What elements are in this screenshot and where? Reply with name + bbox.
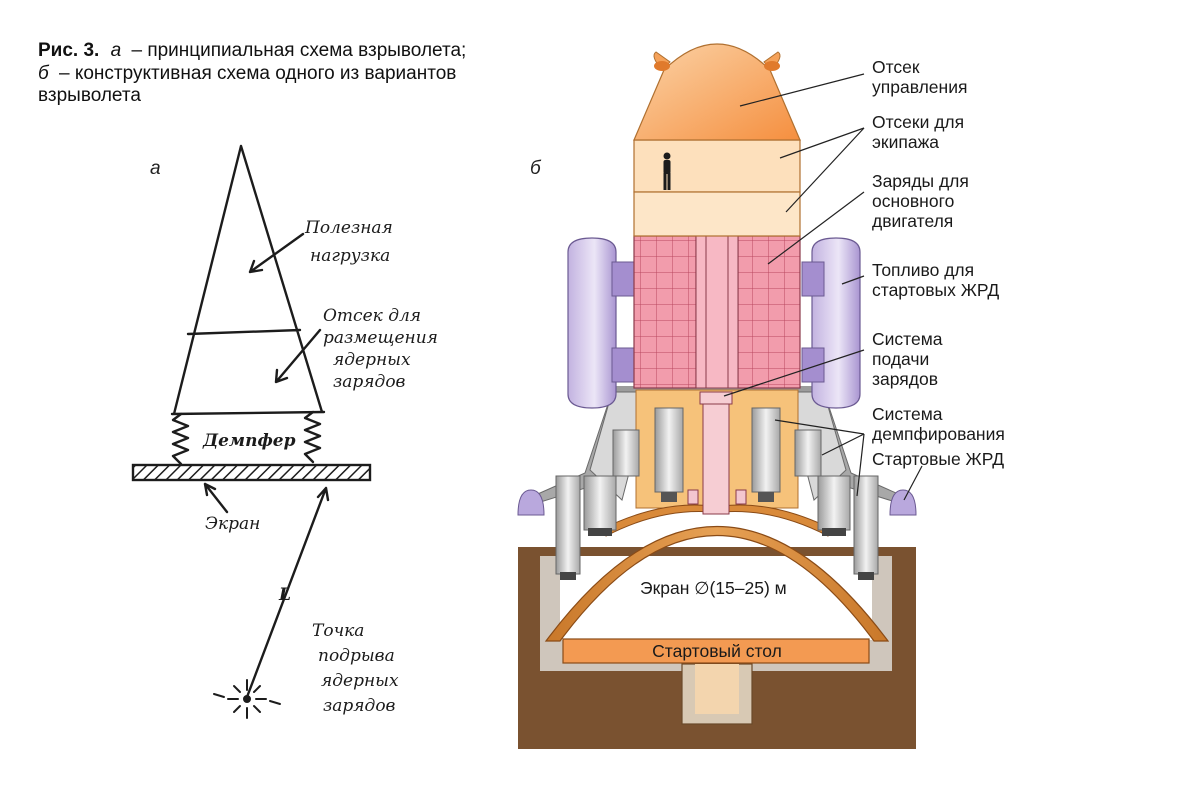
pit-shaft-inner [695, 664, 739, 714]
label-control-2: управления [872, 77, 967, 97]
charges-center-column [695, 235, 739, 389]
sketch-detonation-point [213, 679, 281, 719]
label-damping-2: демпфирования [872, 424, 1005, 444]
panel-a-letter: а [150, 158, 161, 179]
label-feed-2: подачи [872, 349, 929, 369]
svg-text:б – конструктивная схема: б – конструктивная схема одного из вариа… [38, 63, 456, 84]
charges-right-block [737, 235, 801, 389]
caption-prefix: Рис. 3. [38, 40, 99, 61]
sketch-cone [170, 144, 326, 416]
launch-table [562, 638, 870, 664]
sketch-point-label-2: подрыва [318, 646, 395, 666]
svg-text:Рис. 3. а – принци: Рис. 3. а – принципиальная схема взрывол… [38, 40, 466, 61]
screen-dome [544, 526, 890, 642]
label-crew-2: экипажа [872, 132, 939, 152]
engine-outer-left [555, 475, 581, 575]
sketch-point-label-1: Точка [312, 621, 364, 641]
charge-feed-cap [699, 391, 733, 405]
figure-caption: Рис. 3. а – принципиальная схема взрывол… [38, 40, 466, 106]
sketch-left-spring [171, 412, 190, 466]
fuel-tank-left [567, 237, 635, 409]
sketch-bay-label-2: размещения [323, 328, 438, 348]
label-crew-1: Отсеки для [872, 112, 964, 132]
launch-engines [555, 429, 879, 580]
screen-label: Экран ∅(15–25) м [640, 578, 787, 598]
feed-stub-left [687, 489, 699, 505]
label-feed-1: Система [872, 329, 943, 349]
panel-b-letter: б [530, 158, 542, 179]
engine-mid-left [583, 475, 617, 531]
callout-labels: Отсек управления Отсеки для экипажа Заря… [872, 57, 1005, 469]
engine-upper-left [612, 429, 640, 477]
damper-cylinder-left [654, 407, 684, 493]
sketch-screen-arrow [203, 482, 229, 514]
nozzle-mid-right [822, 528, 846, 536]
nozzle-outer-right [858, 572, 874, 580]
label-engines: Стартовые ЖРД [872, 449, 1004, 469]
label-fuel-2: стартовых ЖРД [872, 280, 999, 300]
engine-upper-right [794, 429, 822, 477]
leader-lines [723, 73, 923, 501]
crew-compartment-lower [633, 191, 801, 237]
label-charges-3: двигателя [872, 211, 953, 231]
damper-piston-left [661, 492, 677, 502]
left-pod [517, 489, 545, 516]
label-damping-1: Система [872, 404, 943, 424]
label-feed-3: зарядов [872, 369, 938, 389]
label-charges-2: основного [872, 191, 954, 211]
charge-feed-tube [702, 399, 730, 515]
caption-line-3: взрыволета [38, 85, 141, 106]
sketch-point-label-3: ядерных [321, 671, 399, 691]
right-pod [889, 489, 917, 516]
label-fuel-1: Топливо для [872, 260, 974, 280]
caption-letter-b: б [38, 63, 50, 84]
sketch-bay-label-3: ядерных [333, 350, 411, 370]
engine-mid-right [817, 475, 851, 531]
nozzle-mid-left [588, 528, 612, 536]
sketch-payload-label-2: нагрузка [310, 246, 390, 266]
crew-figure [663, 152, 671, 190]
sketch-bay-label-4: зарядов [333, 372, 406, 392]
fuel-tank-right [801, 237, 861, 409]
sketch-damper-label: Демпфер [202, 431, 296, 451]
nozzle-outer-left [560, 572, 576, 580]
damper-piston-right [758, 492, 774, 502]
sketch-screen-label: Экран [205, 514, 260, 534]
caption-line-1: – принципиальная схема взрыволета; [131, 40, 466, 61]
sketch-right-spring [303, 410, 322, 464]
sketch-payload-label-1: Полезная [304, 218, 393, 238]
sketch-screen-plate [131, 463, 372, 482]
caption-line-2: – конструктивная схема одного из вариант… [59, 63, 456, 84]
nose-thruster-left [654, 61, 670, 71]
sketch-distance-arrow [245, 486, 330, 699]
label-control-1: Отсек [872, 57, 920, 77]
crew-compartment-upper [633, 139, 801, 193]
damper-cylinder-right [751, 407, 781, 493]
charges-left-block [633, 235, 697, 389]
launch-table-label: Стартовый стол [652, 641, 782, 661]
feed-stub-right [735, 489, 747, 505]
label-charges-1: Заряды для [872, 171, 969, 191]
nose-thruster-right [764, 61, 780, 71]
panel-b: б Экран ∅(15–25) м Стартовый стол [517, 43, 1005, 749]
caption-letter-a: а [111, 40, 122, 61]
panel-a: а Демпфер Полезная нагрузка Отсек для ра… [131, 144, 438, 719]
sketch-bay-arrow [274, 328, 322, 384]
sketch-bay-label-1: Отсек для [323, 306, 421, 326]
sketch-distance-label: L [278, 585, 291, 605]
sketch-point-label-4: зарядов [323, 696, 396, 716]
pit-inner [560, 556, 872, 640]
sketch-payload-arrow [248, 232, 305, 274]
